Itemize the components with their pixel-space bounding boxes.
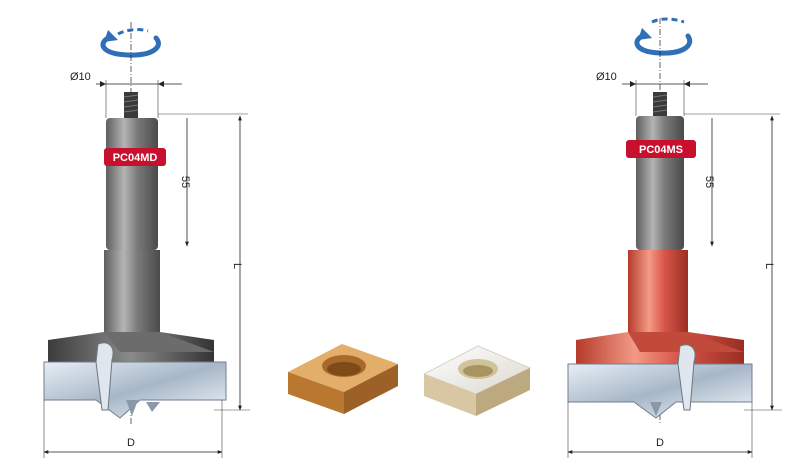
model-badge bbox=[104, 148, 166, 166]
shank bbox=[106, 118, 158, 250]
diameter-label: D bbox=[656, 437, 664, 449]
model-label: PC04MD bbox=[113, 152, 158, 164]
rotation-arrow-icon bbox=[100, 28, 161, 58]
total-length-label: L bbox=[231, 263, 243, 269]
body bbox=[628, 250, 688, 334]
center-spur bbox=[677, 344, 696, 411]
left-bit: PC04MD Ø10 55 L D bbox=[43, 22, 250, 458]
wood-sample bbox=[288, 344, 398, 414]
total-length-label: L bbox=[763, 263, 775, 269]
cutting-blades bbox=[43, 361, 227, 419]
shank-diameter-label: Ø10 bbox=[596, 71, 617, 83]
diameter-label: D bbox=[127, 437, 135, 449]
shank-length-label: 55 bbox=[179, 176, 191, 188]
model-badge bbox=[626, 140, 696, 158]
right-bit: PC04MS Ø10 55 L D bbox=[567, 17, 782, 458]
center-spur bbox=[95, 342, 114, 411]
shank bbox=[636, 116, 684, 250]
model-label: PC04MS bbox=[639, 144, 683, 156]
rotation-arrow-icon bbox=[634, 17, 693, 56]
body bbox=[104, 250, 160, 332]
shank-length-label: 55 bbox=[703, 176, 715, 188]
melamine-sample bbox=[423, 345, 531, 416]
shank-diameter-label: Ø10 bbox=[70, 71, 91, 83]
cutting-blades bbox=[567, 363, 753, 419]
